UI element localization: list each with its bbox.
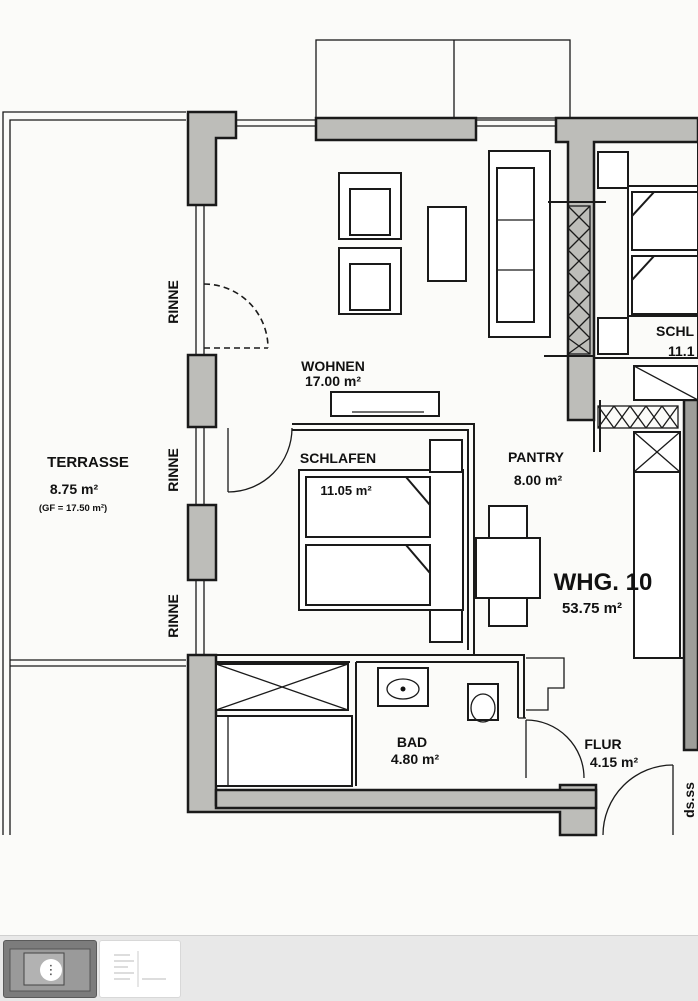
- room-label-bad: BAD: [397, 734, 427, 750]
- bedroom: [216, 423, 475, 663]
- rinne-label-1: RINNE: [165, 280, 181, 324]
- thumbnail-document-preview: [114, 951, 166, 987]
- room-area-wohnen: 17.00 m²: [305, 373, 361, 389]
- unit-area: 53.75 m²: [562, 600, 622, 617]
- room-label-schlafen-right: SCHL: [656, 323, 695, 339]
- room-area-bad: 4.80 m²: [391, 751, 440, 767]
- room-area-schlafen: 11.05 m²: [320, 483, 372, 498]
- left-windows: [195, 119, 556, 655]
- door-swings: [203, 283, 674, 836]
- room-label-wohnen: WOHNEN: [301, 358, 365, 374]
- floor-plan: TERRASSE 8.75 m² (GF = 17.50 m²) RINNE R…: [2, 39, 698, 837]
- room-area-flur: 4.15 m²: [590, 754, 639, 770]
- unit-label: WHG. 10: [554, 569, 653, 596]
- thumbnail-floor-plan[interactable]: ⋮: [3, 940, 97, 998]
- more-options-icon[interactable]: ⋮: [40, 959, 62, 981]
- top-window-box: [315, 39, 571, 119]
- terrace-outline: [2, 111, 186, 835]
- room-label-pantry: PANTRY: [508, 449, 565, 465]
- room-label-schlafen: SCHLAFEN: [300, 450, 376, 466]
- pantry-table: [475, 505, 541, 627]
- wardrobes: [215, 365, 698, 787]
- rinne-label-3: RINNE: [165, 594, 181, 638]
- bathroom: [350, 654, 565, 786]
- filmstrip: ⋮: [0, 935, 698, 1001]
- living-furniture: [330, 150, 551, 417]
- room-area-schlafen-right: 11.1: [668, 343, 695, 359]
- thumbnail-document[interactable]: [99, 940, 181, 998]
- room-label-terrasse: TERRASSE: [47, 454, 129, 471]
- partial-label-right: ds.ss: [681, 782, 697, 818]
- room-area-terrasse: 8.75 m²: [50, 481, 99, 497]
- room-label-flur: FLUR: [584, 736, 621, 752]
- rinne-label-2: RINNE: [165, 448, 181, 492]
- room-note-terrasse: (GF = 17.50 m²): [39, 503, 107, 514]
- right-room-fragment: [544, 141, 698, 659]
- room-area-pantry: 8.00 m²: [514, 472, 563, 488]
